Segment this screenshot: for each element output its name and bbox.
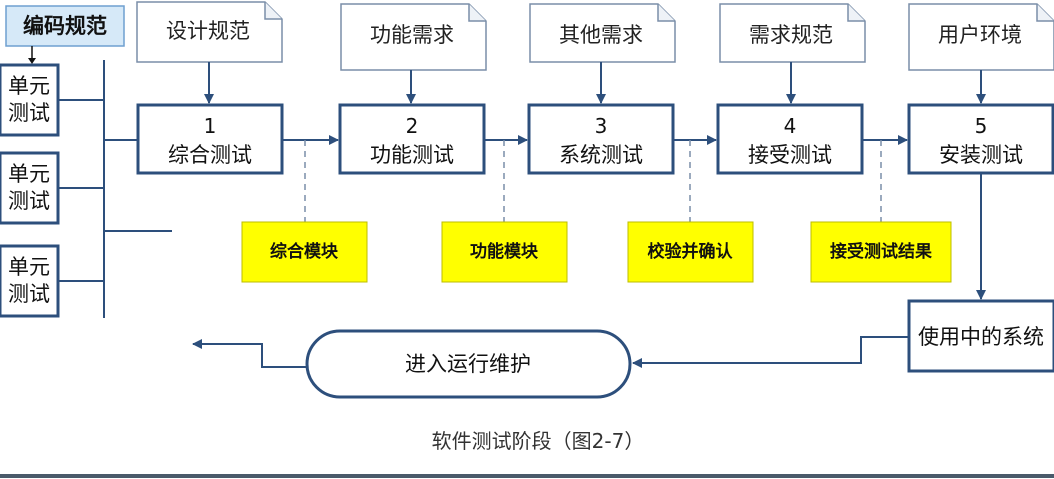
stage-5-name: 安装测试 — [939, 143, 1023, 167]
output-3-label: 校验并确认 — [648, 241, 734, 262]
doc-functional-req-label: 功能需求 — [370, 23, 454, 47]
doc-other-req-label: 其他需求 — [559, 23, 643, 47]
coding-standard-legend: 编码规范 — [5, 5, 125, 64]
coding-standard-label: 编码规范 — [23, 14, 107, 38]
stage-4-name: 接受测试 — [748, 143, 832, 167]
stage-2-name: 功能测试 — [370, 143, 454, 167]
output-function-modules: 功能模块 — [441, 221, 568, 283]
doc-design-spec-label: 设计规范 — [166, 19, 250, 43]
figure-caption: 软件测试阶段（图2-7） — [432, 429, 645, 453]
output-integrated-modules: 综合模块 — [241, 221, 368, 283]
system-to-maintenance-arrow — [632, 336, 909, 368]
stage-installation-test: 5 安装测试 — [907, 103, 1054, 175]
stage-5-number: 5 — [975, 114, 988, 138]
stage-3-number: 3 — [595, 114, 608, 138]
maintenance-exit-arrow — [192, 339, 307, 368]
stage-4-number: 4 — [784, 114, 797, 138]
unit-test-3-line2: 测试 — [8, 282, 50, 306]
stage-outputs: 综合模块 功能模块 校验并确认 接受测试结果 — [241, 221, 952, 283]
stage-3-name: 系统测试 — [559, 143, 643, 167]
unit-test-1-line2: 测试 — [8, 101, 50, 125]
output-acceptance-results: 接受测试结果 — [810, 221, 952, 283]
output-1-label: 综合模块 — [270, 241, 339, 262]
doc-arrows — [204, 62, 986, 104]
doc-functional-req: 功能需求 — [340, 3, 487, 71]
stage-1-name: 综合测试 — [168, 143, 252, 167]
doc-user-env: 用户环境 — [908, 3, 1054, 71]
maintenance-box: 进入运行维护 — [305, 329, 632, 399]
doc-other-req: 其他需求 — [529, 3, 676, 63]
stage-acceptance-test: 4 接受测试 — [716, 103, 864, 175]
doc-requirement-spec: 需求规范 — [719, 3, 866, 63]
output-2-label: 功能模块 — [470, 241, 539, 262]
unit-test-2-line2: 测试 — [8, 189, 50, 213]
doc-design-spec: 设计规范 — [136, 1, 283, 63]
stage-function-test: 2 功能测试 — [338, 103, 486, 175]
output-4-label: 接受测试结果 — [830, 241, 932, 262]
stage-system-test: 3 系统测试 — [527, 103, 675, 175]
test-stages: 1 综合测试 2 功能测试 3 系统测试 4 接受测试 5 安装测试 — [136, 103, 1054, 175]
unit-test-1-line1: 单元 — [8, 74, 50, 98]
output-connectors — [304, 140, 882, 222]
doc-requirement-spec-label: 需求规范 — [749, 23, 833, 47]
unit-test-3-line1: 单元 — [8, 255, 50, 279]
stage-integration-test: 1 综合测试 — [136, 103, 284, 175]
stage-1-number: 1 — [204, 114, 217, 138]
output-verify-validate: 校验并确认 — [627, 221, 754, 283]
unit-test-group: 单元 测试 单元 测试 单元 测试 — [0, 60, 172, 318]
doc-user-env-label: 用户环境 — [938, 23, 1022, 47]
input-documents: 设计规范 功能需求 其他需求 需求规范 用户环境 — [136, 1, 1054, 71]
maintenance-label: 进入运行维护 — [405, 352, 531, 376]
system-in-use-label: 使用中的系统 — [918, 325, 1044, 349]
system-in-use-box: 使用中的系统 — [907, 299, 1054, 373]
unit-test-2-line1: 单元 — [8, 162, 50, 186]
stage-2-number: 2 — [406, 114, 419, 138]
